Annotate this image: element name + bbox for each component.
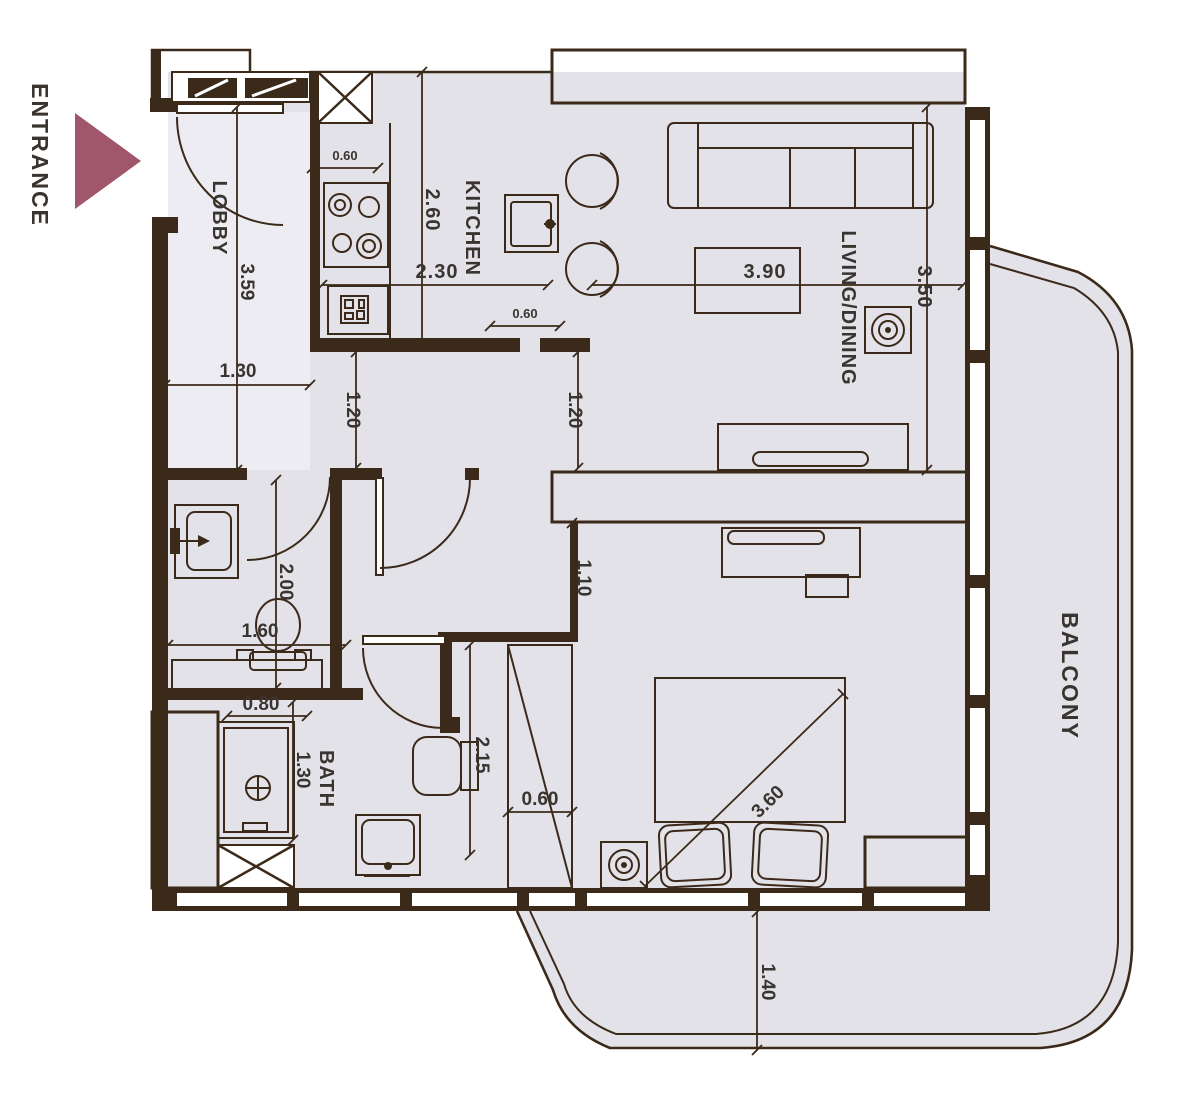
entrance-label: ENTRANCE [27, 83, 53, 227]
bedroom-structural-block [863, 835, 970, 890]
room-labels: LOBBY KITCHEN LIVING/DINING BATH BALCONY [208, 180, 1083, 808]
dim-label: 0.60 [512, 306, 537, 321]
hall-wall-left [152, 468, 247, 480]
dim-label: 1.20 [342, 392, 363, 429]
kitchen-shaft [317, 71, 373, 124]
dim-label: 2.30 [416, 261, 459, 283]
lobby-door [246, 476, 331, 561]
kitchen-label: KITCHEN [461, 180, 483, 276]
mid-structural-wall [550, 470, 970, 524]
kitchen-fixtures [323, 123, 619, 338]
dim-lobby-width: 1.30 [159, 361, 316, 391]
bath-shaft [217, 843, 295, 890]
dim-passage-left: 1.20 [342, 346, 363, 474]
dim-living-width: 3.90 [586, 261, 969, 291]
coffee-table [694, 247, 801, 314]
doors [176, 103, 471, 729]
dim-passage-right: 1.20 [564, 346, 585, 474]
dimension-lines: 3.59 1.30 0.60 2.60 2.30 0.60 1.20 1.20 [159, 66, 969, 1056]
bedroom-door-jamb [465, 468, 479, 480]
wc-basin [170, 504, 239, 579]
bottom-window-wall [152, 888, 990, 911]
living-furniture [667, 122, 934, 471]
kitchen-bottom-wall [310, 338, 520, 352]
bedroom-furniture [507, 527, 861, 889]
balcony-label: BALCONY [1057, 612, 1083, 740]
wardrobe [507, 644, 573, 889]
left-wall-top [152, 50, 161, 112]
dim-lobby-depth: 3.59 [231, 101, 257, 476]
dim-label: 3.50 [913, 266, 935, 309]
stove [323, 182, 389, 268]
dim-label: 2.60 [421, 189, 443, 232]
hall-wall-mid [330, 468, 382, 480]
nook-left-wall [440, 635, 452, 733]
lobby-closet [171, 71, 311, 103]
left-wall [152, 217, 168, 888]
dim-nook-depth: 2.15 [464, 639, 492, 861]
floor-areas [168, 72, 1132, 1048]
dresser [721, 527, 861, 598]
bath-fixtures [170, 504, 479, 877]
dim-label: 3.90 [744, 261, 787, 283]
kitchen-lobby-wall [310, 72, 320, 352]
bath-label: BATH [315, 750, 337, 808]
balcony-floor [517, 246, 1132, 1048]
entrance-door [176, 103, 284, 226]
exterior-walls [150, 48, 990, 911]
dim-label: 1.20 [564, 392, 585, 429]
dim-label: 0.60 [522, 789, 559, 810]
nook-wall-block [440, 717, 460, 733]
shafts [150, 71, 970, 890]
shower [217, 721, 295, 839]
bedroom-ac-unit [600, 841, 648, 889]
dim-kitchen-counter: 0.60 [306, 148, 384, 174]
bedroom-door [375, 477, 471, 576]
living-dining-label: LIVING/DINING [837, 230, 859, 385]
nook-top-wall [438, 632, 578, 642]
bath-door [362, 635, 446, 729]
dim-label: 1.40 [757, 964, 778, 1001]
corridor-wall [330, 468, 342, 690]
dim-label: 0.60 [332, 148, 357, 163]
dim-label: 1.30 [292, 752, 313, 789]
entrance-arrow-icon [75, 113, 141, 209]
bedroom-entry-wall [570, 522, 578, 633]
dim-corridor-width: 1.60 [162, 621, 352, 651]
dim-label: 1.60 [242, 621, 279, 642]
entrance-marker: ENTRANCE [27, 83, 141, 227]
kitchen-sink-cabinet [327, 285, 389, 335]
dim-bedroom-entry: 1.10 [566, 517, 594, 639]
balcony-railing [515, 244, 1134, 1050]
dim-kitchen-width: 2.30 [316, 261, 554, 291]
dim-label: 1.10 [573, 560, 594, 597]
sofa [667, 122, 934, 209]
dim-label: 3.59 [236, 264, 257, 301]
dining-chair [565, 240, 619, 298]
dim-bath-width: 1.30 [287, 696, 313, 846]
laundry-counter [171, 649, 323, 691]
dim-label: 2.15 [471, 737, 492, 774]
dim-balcony-depth: 1.40 [751, 906, 778, 1056]
dim-label: 0.80 [243, 694, 280, 715]
dim-kitchen-depth: 2.60 [416, 66, 443, 351]
living-ac-unit [864, 306, 912, 354]
lobby-label: LOBBY [208, 181, 230, 256]
dim-label: 1.30 [220, 361, 257, 382]
tv-console [717, 423, 909, 471]
dim-label: 2.00 [275, 564, 296, 601]
dim-island: 0.60 [484, 306, 566, 332]
dining-chair [565, 152, 619, 210]
bed [654, 677, 846, 889]
dim-wardrobe: 0.60 [502, 789, 578, 818]
dim-corridor-depth: 2.00 [270, 474, 296, 694]
dim-living-depth: 3.50 [913, 101, 935, 476]
top-structural-wall [550, 48, 967, 105]
bath-basin [355, 814, 421, 877]
kitchen-bottom-wall-jamb [540, 338, 590, 352]
island-sink [504, 194, 559, 253]
